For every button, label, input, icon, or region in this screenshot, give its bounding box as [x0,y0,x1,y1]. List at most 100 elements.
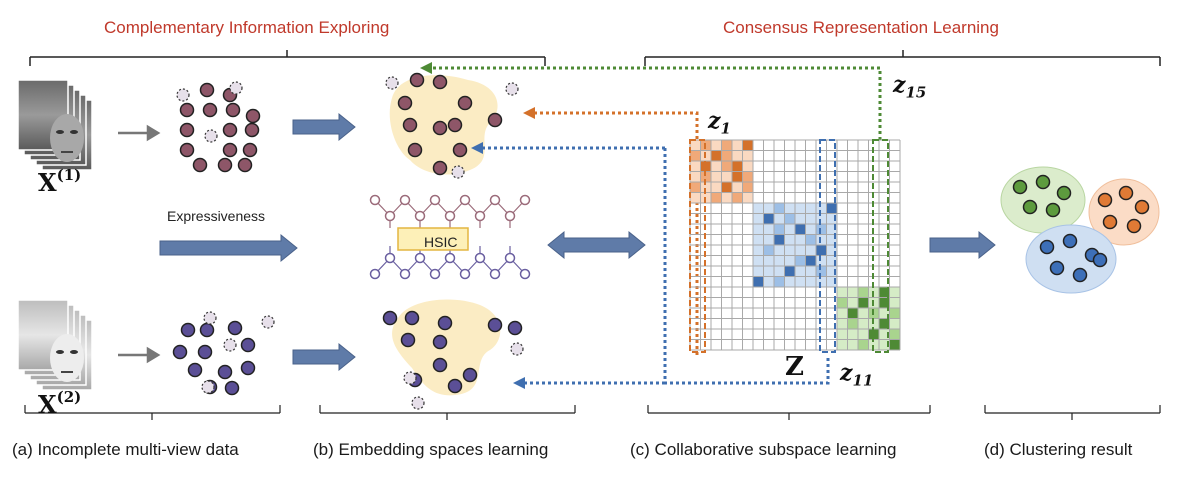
z1-label: z1 [708,108,731,138]
matrix-cell [742,192,753,203]
matrix-cell [763,255,774,266]
caption-a: (a) Incomplete multi-view data [12,440,239,459]
cluster-node [1012,179,1028,195]
matrix-cell [721,171,732,182]
missing-node [510,342,524,356]
data-node [224,380,240,396]
matrix-cell [700,171,711,182]
matrix-cell [805,224,816,235]
matrix-cell [879,318,890,329]
data-node [407,142,423,158]
data-node [462,367,478,383]
network-node [519,268,531,280]
matrix-cell [721,161,732,172]
cluster-node [1035,174,1051,190]
cluster-node [1126,218,1142,234]
caption-b: (b) Embedding spaces learning [313,440,549,459]
matrix-cell [826,224,837,235]
matrix-cell [816,203,827,214]
face-eye [56,130,64,134]
matrix-cell [889,308,900,319]
block-arrow-icon [292,342,356,372]
data-node [432,334,448,350]
data-node [409,72,425,88]
data-node [240,360,256,376]
network-node [384,252,396,264]
network-node [519,194,531,206]
cluster-node [1056,185,1072,201]
matrix-cell [784,234,795,245]
face-eye [70,350,78,354]
matrix-cell [847,308,858,319]
matrix-cell [690,192,701,203]
matrix-cell [784,224,795,235]
data-node [222,142,238,158]
face-stack-icon [17,299,93,391]
matrix-cell [721,140,732,151]
cluster-node [1134,199,1150,215]
matrix-cell [742,150,753,161]
clustering-result [1000,166,1160,294]
bottom-brackets [24,405,1161,420]
matrix-cell [795,245,806,256]
matrix-cell [858,308,869,319]
matrix-cell [795,276,806,287]
matrix-cell [732,161,743,172]
network-node [414,210,426,222]
cluster-node [1118,185,1134,201]
data-node [245,108,261,124]
matrix-cell [732,171,743,182]
matrix-cell [784,266,795,277]
data-node [437,315,453,331]
data-node [447,378,463,394]
missing-node [229,81,243,95]
data-node [179,102,195,118]
matrix-cell [847,297,858,308]
network-node [459,194,471,206]
matrix-cell [774,224,785,235]
view2-label: X(2) [38,388,82,419]
right-section-title: Consensus Representation Learning [723,18,999,37]
data-node [487,317,503,333]
matrix-cell [711,182,722,193]
missing-node [201,380,215,394]
matrix-cell [847,329,858,340]
cluster-node [1102,214,1118,230]
data-node [397,95,413,111]
matrix-cell [753,234,764,245]
missing-node [261,315,275,329]
matrix-cell [763,266,774,277]
missing-node [203,311,217,325]
data-node [244,122,260,138]
matrix-cell [795,234,806,245]
matrix-cell [721,182,732,193]
matrix-cell [805,213,816,224]
matrix-cell [816,276,827,287]
matrix-cell [889,329,900,340]
matrix-cell [690,171,701,182]
data-node [242,142,258,158]
right-bracket [644,50,1161,66]
matrix-cell [826,276,837,287]
matrix-cell [795,266,806,277]
matrix-cell [690,182,701,193]
network-node [399,194,411,206]
face-shape [50,114,84,162]
matrix-cell [774,245,785,256]
matrix-cell [889,287,900,298]
matrix-cell [826,266,837,277]
matrix-cell [816,224,827,235]
matrix-cell [837,329,848,340]
face-shape [50,334,84,382]
matrix-cell [826,213,837,224]
missing-node [505,82,519,96]
matrix-cell [742,182,753,193]
matrix-cell [879,308,890,319]
network-node [474,252,486,264]
data-node [217,364,233,380]
matrix-cell [795,224,806,235]
matrix-cell [711,140,722,151]
data-node [240,337,256,353]
